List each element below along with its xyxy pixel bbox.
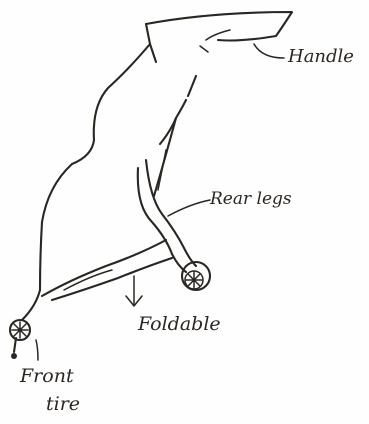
front-tire-leader-line: [36, 340, 38, 360]
handle: [146, 12, 292, 62]
rear-legs-leader-line: [168, 200, 210, 216]
handle-leader-line: [254, 44, 284, 58]
front-wheel: [10, 320, 30, 359]
label-rear-legs: Rear legs: [209, 189, 292, 209]
label-front-tire-line2: tire: [46, 393, 80, 415]
foldable-bar: [42, 240, 172, 300]
label-foldable: Foldable: [137, 313, 221, 335]
label-handle: Handle: [287, 46, 354, 67]
stroller-frame: [22, 44, 196, 320]
rear-legs: [138, 160, 196, 272]
label-front-tire-line1: Front: [19, 365, 74, 387]
